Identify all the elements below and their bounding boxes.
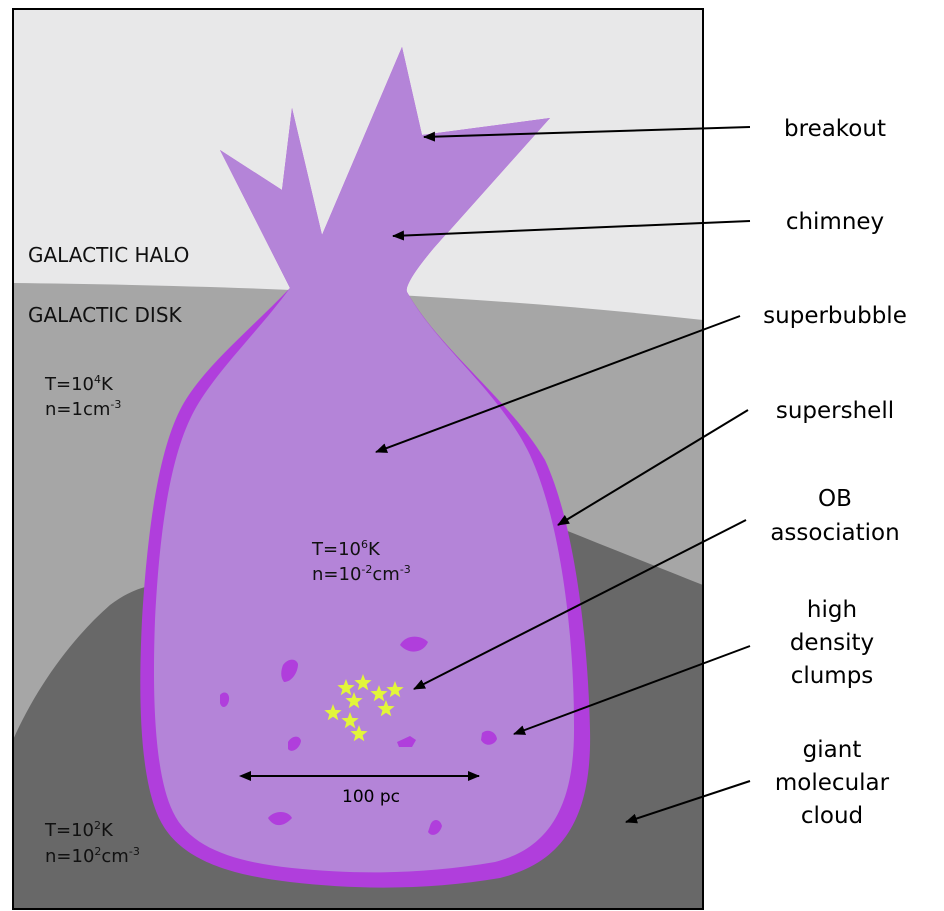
giant-molecular-cloud-label-line1: giant (803, 737, 862, 763)
high-density-clumps-label-line2: density (790, 630, 874, 656)
cloud-temperature: T=102K (44, 819, 114, 841)
disk-temperature: T=104K (44, 373, 114, 395)
scale-bar-label: 100 pc (342, 787, 400, 807)
bubble-temperature: T=106K (311, 538, 381, 560)
high-density-clumps-label-line3: clumps (791, 663, 874, 689)
breakout-label: breakout (784, 116, 886, 142)
galactic-disk-label: GALACTIC DISK (28, 303, 183, 327)
giant-molecular-cloud-label-line3: cloud (801, 803, 863, 829)
supershell-label: supershell (776, 398, 894, 424)
ob-association-label-line1: OB (818, 486, 852, 512)
bubble-density: n=10-2cm-3 (312, 563, 411, 585)
chimney-label: chimney (786, 209, 884, 235)
galactic-halo-label: GALACTIC HALO (28, 243, 189, 267)
disk-density: n=1cm-3 (45, 398, 121, 420)
high-density-clumps-label-line1: high (807, 597, 857, 623)
superbubble-label: superbubble (763, 303, 907, 329)
giant-molecular-cloud-label-line2: molecular (775, 770, 890, 796)
ob-association-label-line2: association (770, 520, 899, 546)
cloud-density: n=102cm-3 (45, 845, 140, 867)
